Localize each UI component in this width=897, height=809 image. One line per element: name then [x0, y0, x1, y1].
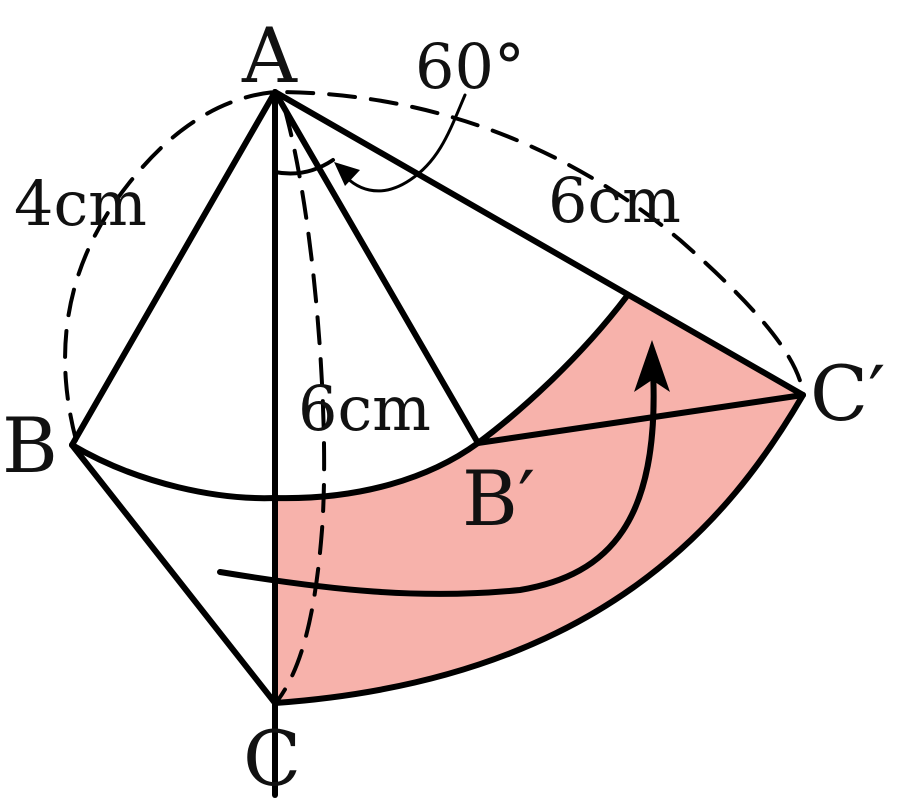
segment-ab: [69, 89, 278, 448]
dashed-arc-a-to-c: [276, 108, 327, 702]
label-angle: 60°: [415, 30, 525, 103]
label-length-ab-prime: 6cm: [298, 372, 431, 445]
angle-pointer-arrowhead: [334, 162, 360, 186]
angle-arc-at-a: [273, 158, 335, 176]
rotation-arrow-curve: [217, 367, 657, 597]
arc-c-to-c-prime: [272, 392, 806, 706]
dashed-circle-arc: [63, 90, 805, 442]
rotation-arrowhead: [634, 340, 670, 392]
label-point-a: A: [241, 11, 298, 100]
label-point-b: B: [2, 401, 58, 490]
segment-bc: [69, 442, 278, 706]
arc-b-to-b-prime: [69, 293, 630, 502]
label-length-ac-prime: 6cm: [548, 164, 681, 237]
angle-label-pointer: [338, 93, 467, 193]
label-point-b-prime: B′: [462, 454, 535, 543]
label-length-ab: 4cm: [14, 167, 147, 240]
label-point-c-prime: C′: [810, 349, 885, 438]
segment-ab-prime: [272, 89, 481, 446]
label-point-c: C: [243, 714, 301, 803]
shaded-swept-region: [275, 296, 803, 703]
segment-ac-prime: [272, 89, 806, 398]
segment-b-prime-c-prime: [475, 392, 806, 446]
